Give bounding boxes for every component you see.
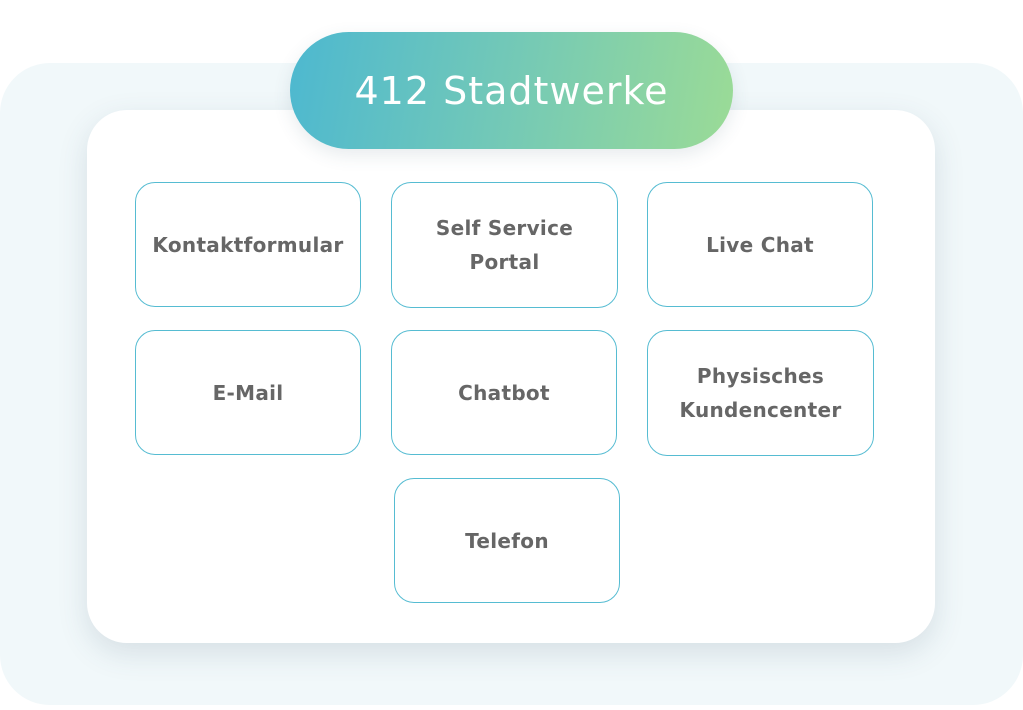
channel-email: E-Mail	[135, 330, 361, 455]
channel-chatbot: Chatbot	[391, 330, 617, 455]
channel-kontaktformular: Kontaktformular	[135, 182, 361, 307]
channel-self-service-portal: Self Service Portal	[391, 182, 618, 308]
channel-telefon: Telefon	[394, 478, 620, 603]
title-pill: 412 Stadtwerke	[290, 32, 733, 149]
channel-live-chat: Live Chat	[647, 182, 873, 307]
channel-physisches-kundencenter: Physisches Kundencenter	[647, 330, 874, 456]
